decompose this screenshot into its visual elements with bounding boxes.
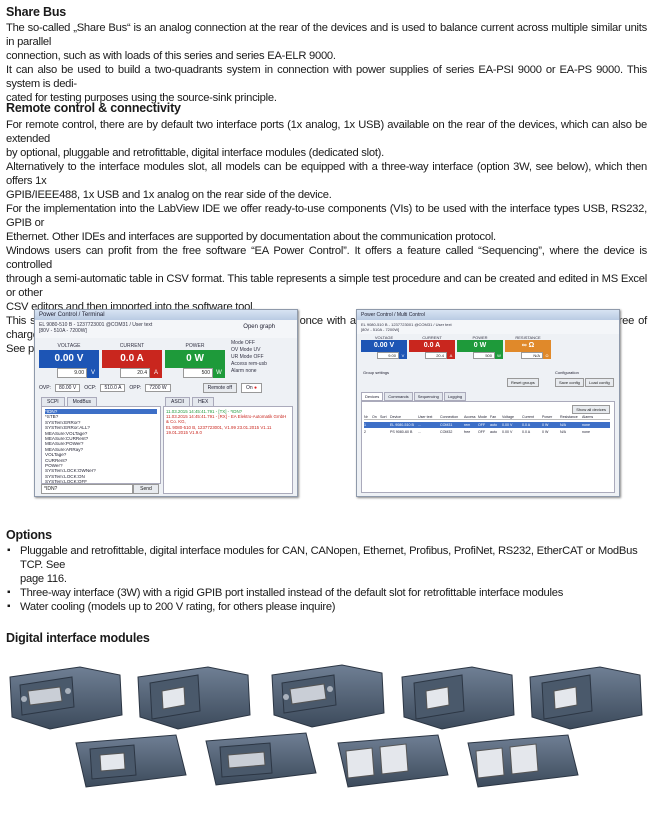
can-module-image [75,734,187,788]
on-toggle[interactable]: On ● [240,383,263,393]
reset-groups-button[interactable]: Reset groups [507,378,539,387]
terminal-log: 11.03.2015 14:45:41.791 - [TX] - *IDN? 1… [163,406,293,494]
open-graph-button[interactable]: Open graph [243,324,275,330]
scpi-command-list[interactable]: *IDN? *STB? SYSTem:ERRor? SYSTem:ERRor:A… [41,406,161,484]
send-button[interactable]: Send [133,484,159,494]
multi-control-window-screenshot: Power Control / Multi Control EL 9080-51… [356,309,620,497]
multi-titlebar: Power Control / Multi Control [357,310,619,320]
tab-logging[interactable]: Logging [443,392,467,401]
ethernet-module-image [137,666,251,730]
group-settings-label: Group settings [363,370,390,375]
save-config-button[interactable]: Save config [555,378,584,387]
protection-settings: OVP:80.00 V OCP:510.0 A OPP:7200 W Remot… [39,383,263,393]
tab-devices[interactable]: Devices [361,392,384,401]
share-bus-text: The so-called „Share Bus“ is an analog c… [6,22,647,104]
heading-options: Options [6,528,52,542]
heading-remote-control: Remote control & connectivity [6,101,181,115]
heading-share-bus: Share Bus [6,5,67,19]
opp-input[interactable]: 7200 W [145,384,171,392]
canopen-module-image [205,732,317,786]
configuration-label: Configuration [555,370,579,375]
profibus-module-image [271,664,385,728]
ethercat-module-image [529,666,643,730]
terminal-titlebar: Power Control / Terminal [35,310,297,320]
command-input[interactable]: *IDN? [41,484,133,494]
terminal-status: Mode OFF OV Mode UV UR Mode OFF Access r… [231,340,267,374]
options-list: Pluggable and retrofittable, digital int… [6,544,647,614]
modbus-tcp-module-image [337,734,449,788]
tab-sequencing[interactable]: Sequencing [413,392,443,401]
show-all-devices-button[interactable]: Show all devices [572,405,610,414]
list-item: Water cooling (models up to 200 V rating… [6,600,647,614]
rs232-module-image [9,666,123,730]
ethernet-2port-module-image [467,734,579,788]
ovp-input[interactable]: 80.00 V [54,384,81,392]
list-item: Pluggable and retrofittable, digital int… [6,544,647,586]
profinet-module-image [401,666,515,730]
tab-commands[interactable]: Commands [384,392,413,401]
load-config-button[interactable]: Load config [585,378,614,387]
terminal-device-info: EL 9080-510 B - 1237723001 @COM31 / User… [35,320,297,338]
multi-tabs: Devices Commands Sequencing Logging [361,392,467,401]
interface-modules-photo [9,664,643,788]
multi-device-info: EL 9080-510 B - 1237723001 @COM31 / User… [357,320,619,334]
terminal-window-screenshot: Power Control / Terminal EL 9080-510 B -… [34,309,298,497]
list-item: Three-way interface (3W) with a rigid GP… [6,586,647,600]
heading-digital-interface-modules: Digital interface modules [6,631,150,645]
remote-off-button[interactable]: Remote off [202,383,237,393]
red-led-icon: ● [254,385,258,391]
ocp-input[interactable]: 510.0 A [100,384,126,392]
